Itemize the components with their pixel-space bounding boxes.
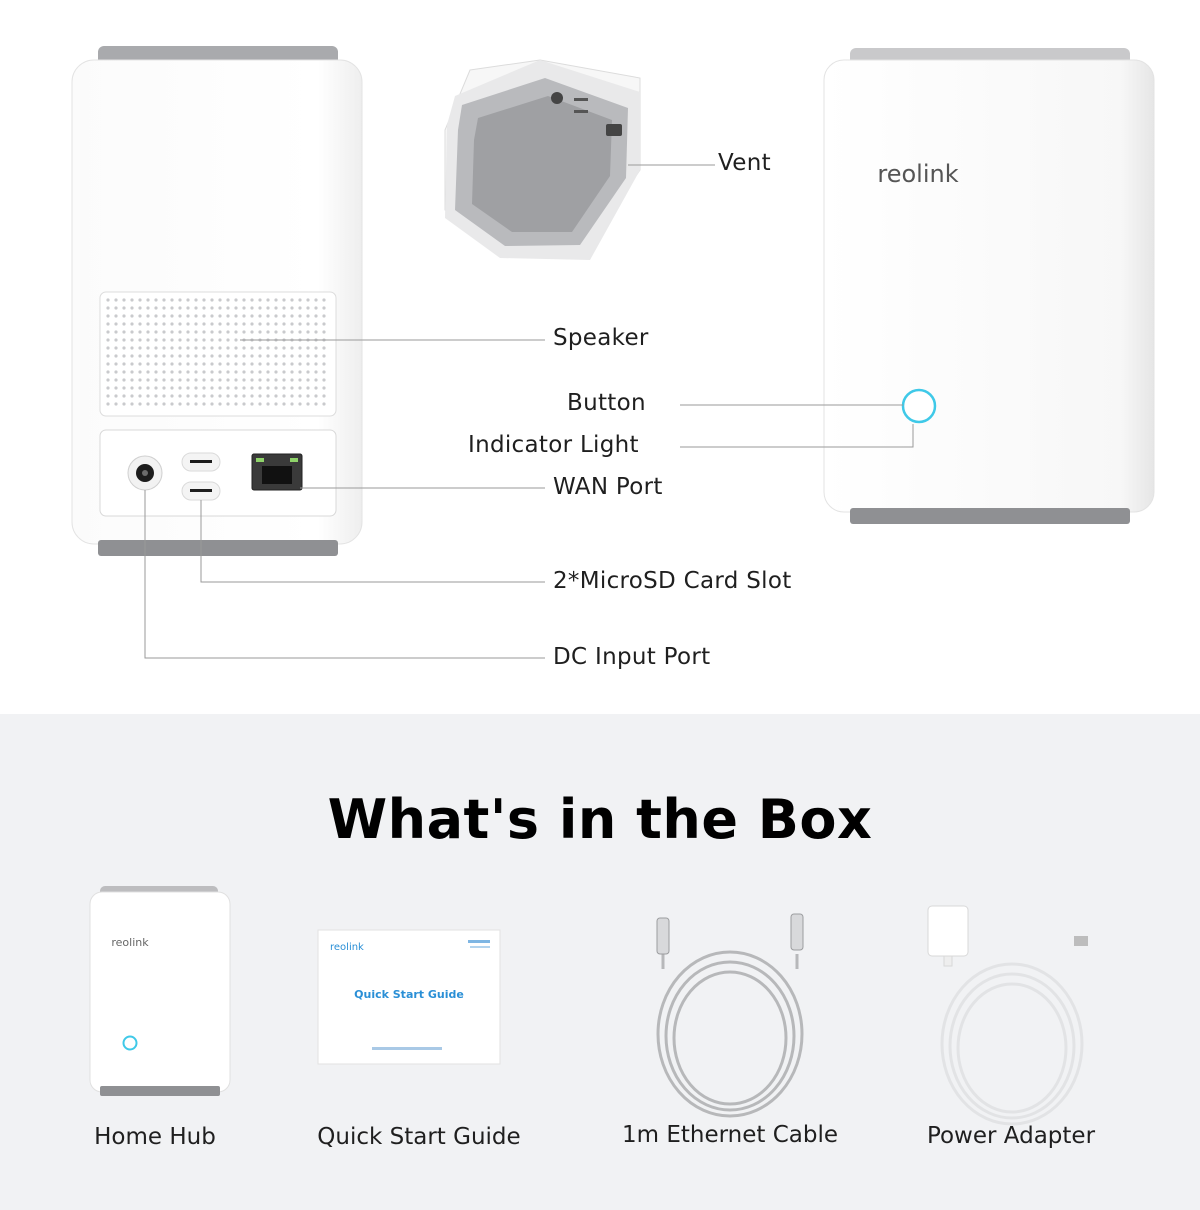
- indicator-light-label: Indicator Light: [468, 432, 639, 458]
- guide-card-title: Quick Start Guide: [354, 988, 464, 1001]
- whats-in-the-box-section: What's in the Box reolink reolink Quick …: [0, 714, 1200, 1210]
- home-hub-image: reolink: [89, 886, 231, 1096]
- guide-brand-logo: reolink: [330, 942, 364, 953]
- vent-label: Vent: [718, 150, 771, 176]
- microsd-slot-label: 2*MicroSD Card Slot: [553, 568, 792, 594]
- item-label-power-adapter: Power Adapter: [926, 1123, 1096, 1149]
- item-label-ethernet-cable: 1m Ethernet Cable: [621, 1122, 839, 1148]
- product-diagram: reolink: [71, 46, 1155, 659]
- product-diagram-section: reolink Vent Speaker Button Indicator Li…: [71, 46, 1155, 670]
- front-brand-logo: reolink: [877, 160, 958, 188]
- wan-port-label: WAN Port: [553, 474, 663, 500]
- hub-rear-view: [71, 46, 363, 556]
- ethernet-cable-image: [656, 913, 804, 1118]
- item-label-quick-start-guide: Quick Start Guide: [317, 1124, 521, 1150]
- speaker-label: Speaker: [553, 325, 649, 351]
- box-items-illustration: reolink reolink Quick Start Guide: [89, 886, 1088, 1126]
- hub-front-view: reolink: [823, 48, 1155, 524]
- dc-input-label: DC Input Port: [553, 644, 711, 670]
- item-label-home-hub: Home Hub: [94, 1124, 216, 1150]
- quick-start-guide-image: reolink Quick Start Guide: [317, 929, 501, 1065]
- button-label: Button: [567, 390, 646, 416]
- power-adapter-image: [927, 905, 1088, 1126]
- callout-lines: [144, 164, 914, 659]
- section-title: What's in the Box: [327, 788, 873, 851]
- hub-bottom-view: [444, 59, 641, 260]
- hub-brand-logo: reolink: [111, 936, 149, 949]
